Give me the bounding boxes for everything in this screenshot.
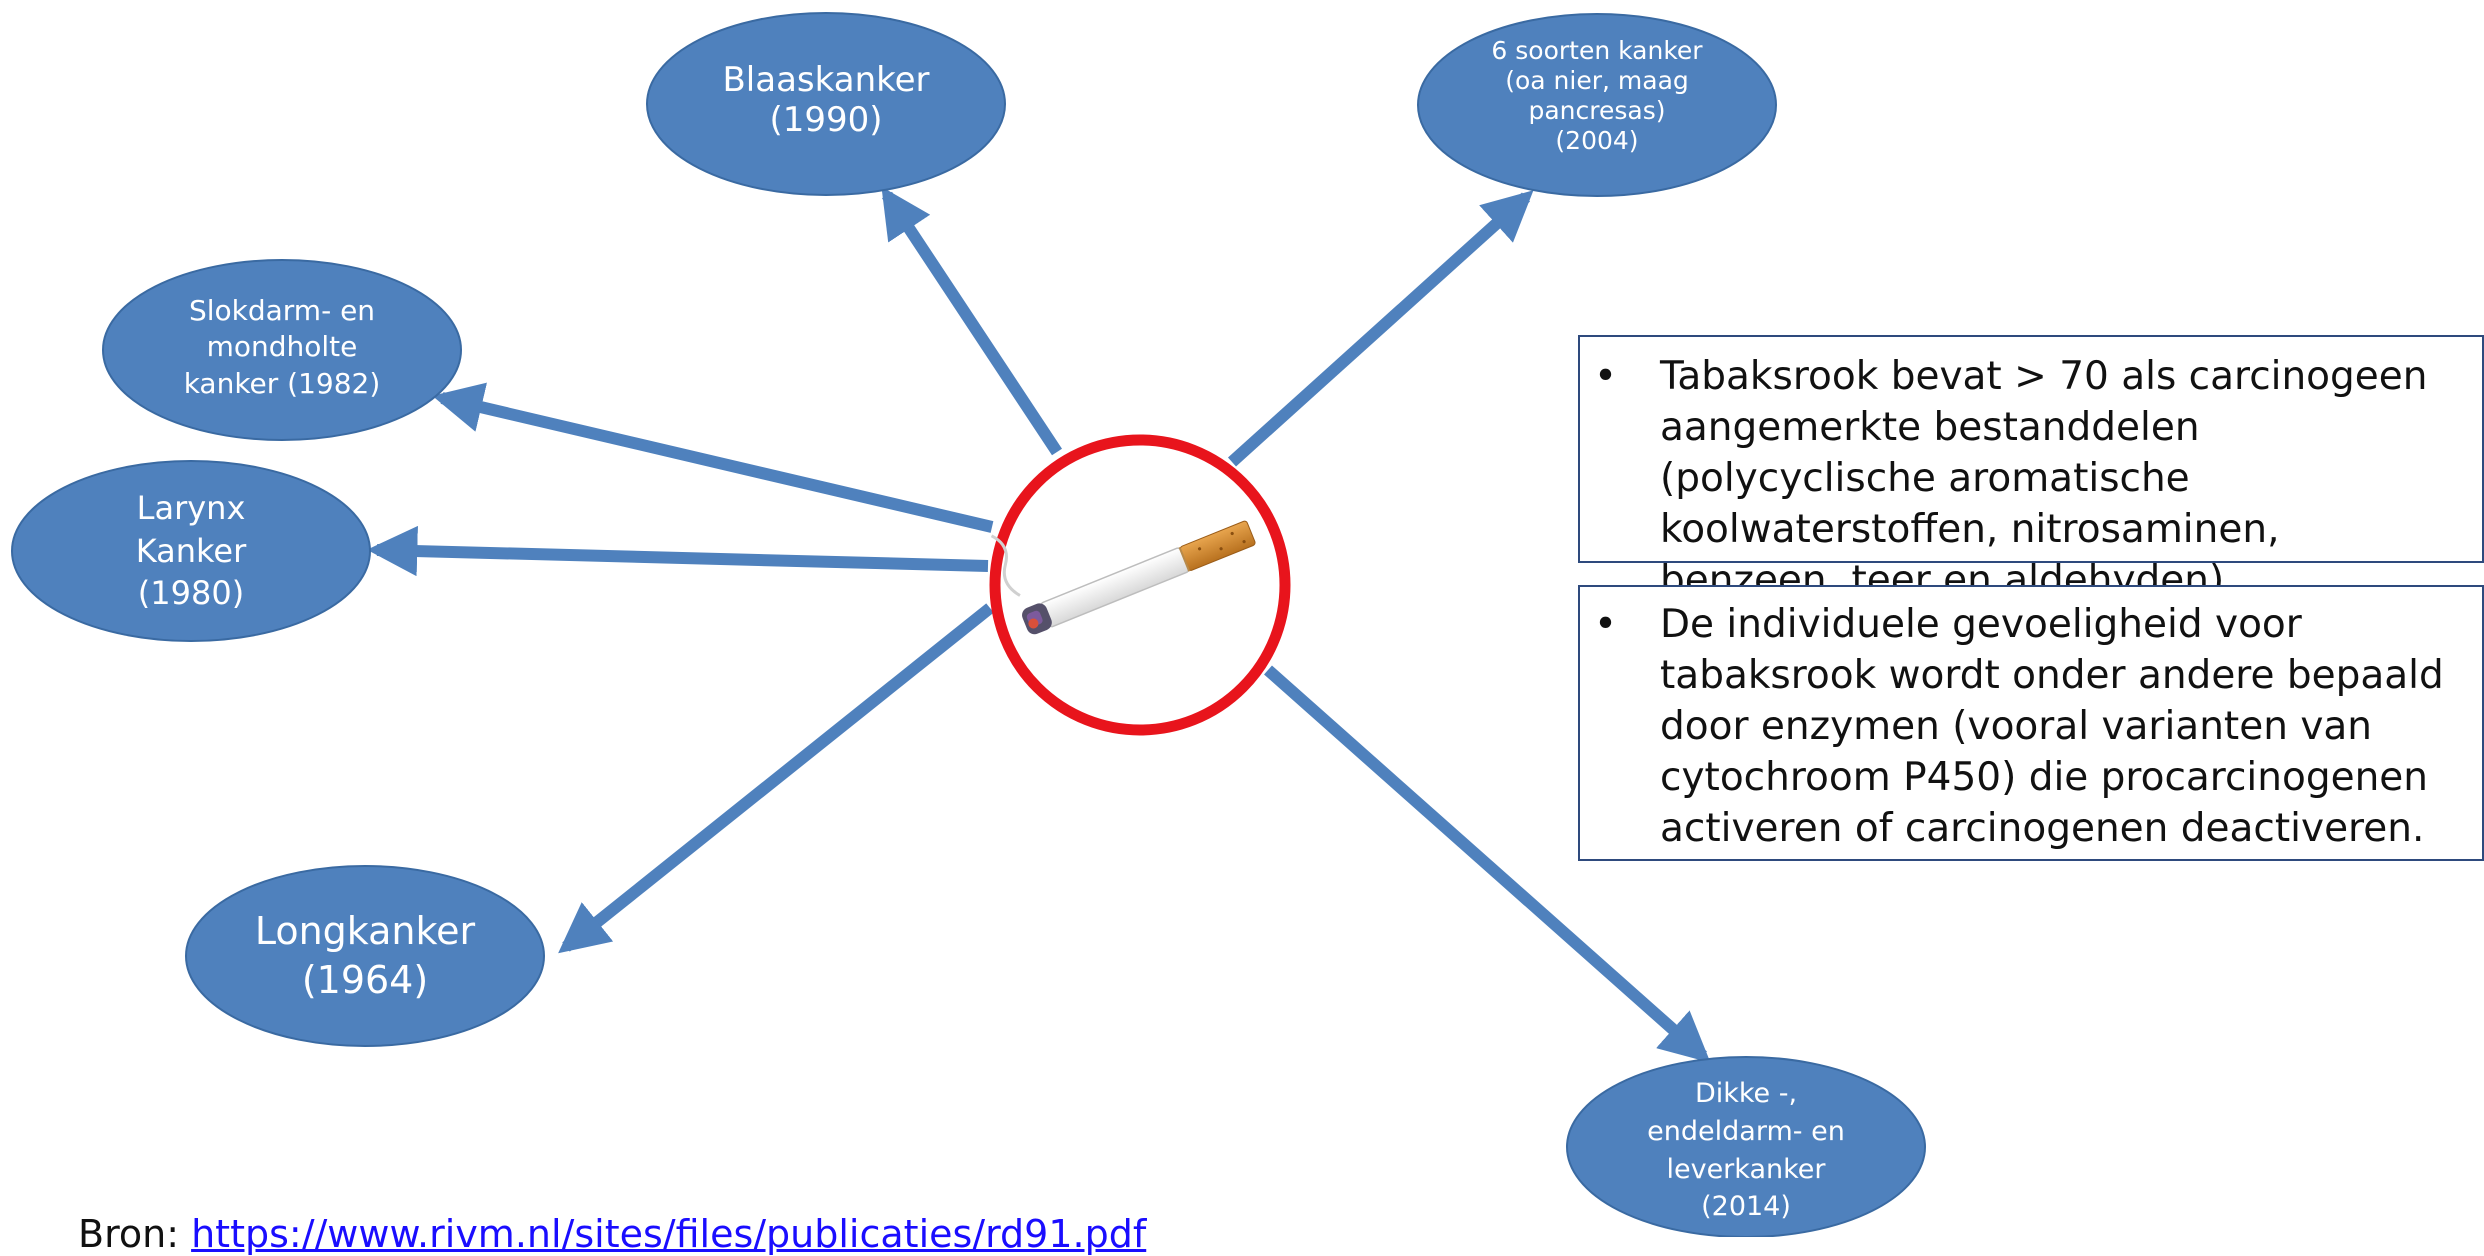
- node-longkanker: [185, 865, 545, 1047]
- info-box-susceptibility: De individuele gevoeligheid voor tabaksr…: [1578, 585, 2484, 861]
- source-link[interactable]: https://www.rivm.nl/sites/files/publicat…: [191, 1212, 1147, 1256]
- arrow-to-six-types: [1227, 190, 1534, 467]
- label-six-types: 6 soorten kanker (oa nier, maag pancresa…: [1491, 36, 1703, 155]
- label-blaaskanker: Blaaskanker (1990): [722, 60, 930, 141]
- arrow-to-longkanker: [558, 603, 994, 954]
- info-box-carcinogens: Tabaksrook bevat > 70 als carcinogeen aa…: [1578, 335, 2484, 603]
- arrow-to-slokdarm: [432, 382, 994, 533]
- label-dikke: Dikke -, endeldarm- en leverkanker (2014…: [1647, 1078, 1845, 1223]
- label-longkanker: Longkanker (1964): [254, 909, 476, 1003]
- info-text-carcinogens: Tabaksrook bevat > 70 als carcinogeen aa…: [1580, 351, 2464, 606]
- node-six-types: [1417, 13, 1777, 197]
- source-prefix: Bron:: [78, 1212, 179, 1256]
- arrow-to-dikke: [1264, 665, 1711, 1063]
- source-citation: Bron: https://www.rivm.nl/sites/files/pu…: [78, 1212, 1146, 1256]
- node-dikke: [1566, 1056, 1926, 1237]
- node-larynx: [11, 460, 371, 642]
- arrow-to-blaaskanker: [881, 186, 1063, 456]
- label-slokdarm: Slokdarm- en mondholte kanker (1982): [183, 294, 381, 400]
- info-text-susceptibility: De individuele gevoeligheid voor tabaksr…: [1580, 599, 2464, 854]
- label-larynx: Larynx Kanker (1980): [135, 489, 247, 613]
- node-blaaskanker: [646, 12, 1006, 196]
- cigarette-icon: [990, 520, 1256, 635]
- node-slokdarm: [102, 259, 462, 441]
- arrow-to-larynx: [366, 525, 989, 577]
